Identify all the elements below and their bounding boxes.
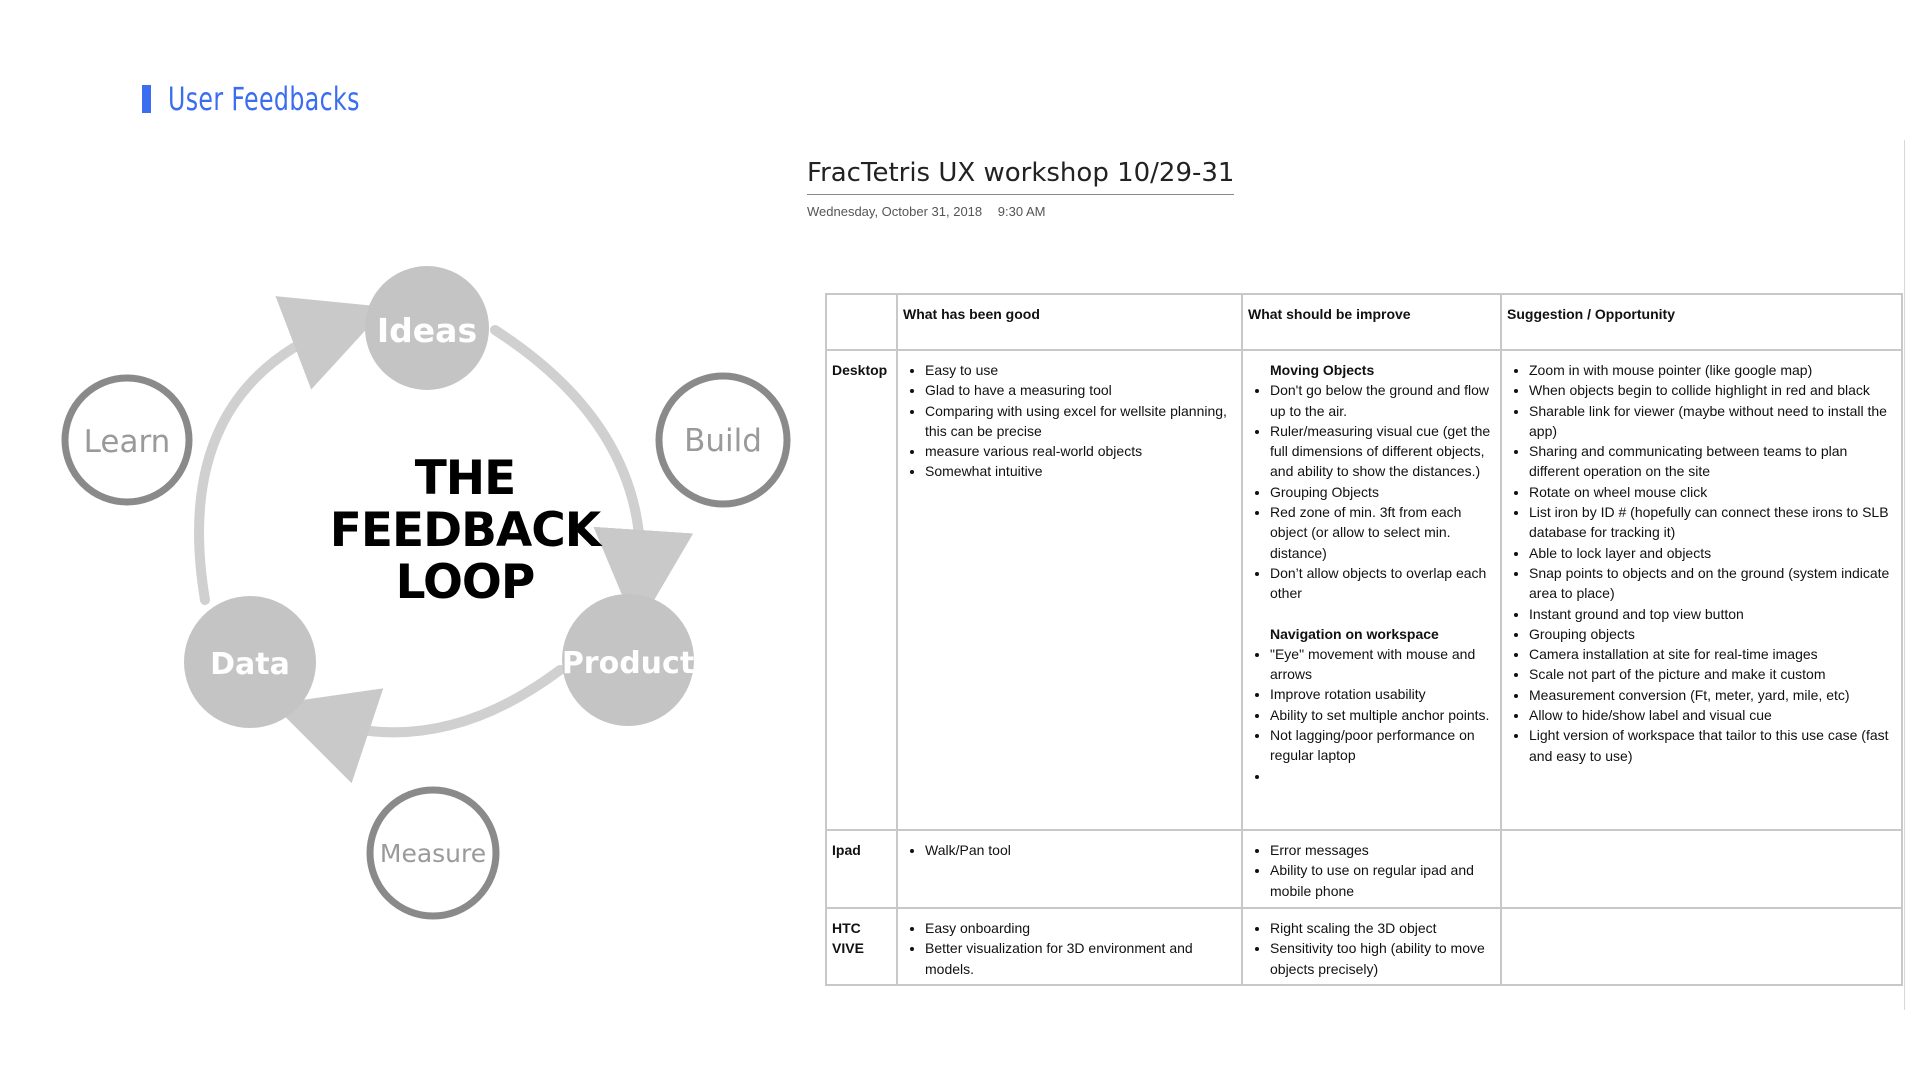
loop-title-line: FEEDBACK	[329, 503, 601, 558]
node-data: Data	[184, 596, 316, 728]
row-label: Ipad	[825, 829, 898, 909]
list-item: Red zone of min. 3ft from each object (o…	[1270, 502, 1496, 563]
table-header-cell: What has been good	[896, 293, 1243, 351]
list-item: measure various real-world objects	[925, 441, 1237, 461]
svg-text:Measure: Measure	[380, 839, 486, 868]
good-cell: Walk/Pan tool	[896, 829, 1243, 909]
list-item: Better visualization for 3D environment …	[925, 938, 1237, 979]
list-item: Don’t allow objects to overlap each othe…	[1270, 563, 1496, 604]
improve-cell: Right scaling the 3D object Sensitivity …	[1241, 907, 1502, 986]
table-row: Ipad Walk/Pan tool Error messages Abilit…	[825, 829, 1903, 909]
loop-arc-product-data	[272, 665, 565, 784]
note-meta: Wednesday, October 31, 2018 9:30 AM	[807, 204, 1045, 219]
list-item: Sharable link for viewer (maybe without …	[1529, 401, 1897, 442]
table-row: HTC VIVE Easy onboarding Better visualiz…	[825, 907, 1903, 986]
list-item: Light version of workspace that tailor t…	[1529, 725, 1897, 766]
table-header-row: What has been good What should be improv…	[825, 293, 1903, 351]
table-header-cell: Suggestion / Opportunity	[1500, 293, 1903, 351]
row-label: HTC VIVE	[825, 907, 898, 986]
loop-title-line: THE	[414, 451, 517, 506]
section-header: User Feedbacks	[142, 79, 427, 119]
feedback-table: What has been good What should be improv…	[825, 293, 1903, 986]
list-item: Easy onboarding	[925, 918, 1237, 938]
node-ideas: Ideas	[365, 266, 489, 390]
svg-text:Product: Product	[562, 646, 694, 681]
list-item: Allow to hide/show label and visual cue	[1529, 705, 1897, 725]
list-item: Measurement conversion (Ft, meter, yard,…	[1529, 685, 1897, 705]
list-item: Camera installation at site for real-tim…	[1529, 644, 1897, 664]
svg-text:Data: Data	[210, 647, 290, 682]
row-label: Desktop	[825, 349, 898, 831]
good-cell: Easy onboarding Better visualization for…	[896, 907, 1243, 986]
list-item: Ability to use on regular ipad and mobil…	[1270, 860, 1496, 901]
list-item: Grouping Objects	[1270, 482, 1496, 502]
suggest-cell: Zoom in with mouse pointer (like google …	[1500, 349, 1903, 831]
loop-title-line: LOOP	[395, 555, 536, 610]
suggest-cell	[1500, 829, 1903, 909]
list-item: Zoom in with mouse pointer (like google …	[1529, 360, 1897, 380]
list-item	[1270, 766, 1496, 786]
table-header-cell: What should be improve	[1241, 293, 1502, 351]
loop-arc-ideas-product	[490, 325, 694, 630]
list-item: Snap points to objects and on the ground…	[1529, 563, 1897, 604]
list-item: Grouping objects	[1529, 624, 1897, 644]
node-product: Product	[562, 594, 694, 726]
loop-arc-data-ideas	[194, 296, 387, 605]
group-heading: Navigation on workspace	[1270, 625, 1439, 642]
table-row: Desktop Easy to use Glad to have a measu…	[825, 349, 1903, 831]
list-item: Walk/Pan tool	[925, 840, 1237, 860]
list-item: Comparing with using excel for wellsite …	[925, 401, 1237, 442]
row-label-line: VIVE	[832, 940, 864, 957]
list-item: Right scaling the 3D object	[1270, 918, 1496, 938]
list-item: Glad to have a measuring tool	[925, 380, 1237, 400]
group-heading: Moving Objects	[1270, 362, 1375, 378]
feedback-loop-graphic: Ideas Product Data Learn Build Measure	[61, 266, 791, 920]
list-item: List iron by ID # (hopefully can connect…	[1529, 502, 1897, 543]
list-item: Easy to use	[925, 360, 1237, 380]
list-item: Instant ground and top view button	[1529, 604, 1897, 624]
svg-text:Build: Build	[684, 423, 762, 459]
list-item: Not lagging/poor performance on regular …	[1270, 725, 1496, 766]
table-header-cell	[825, 293, 898, 351]
node-build: Build	[655, 372, 791, 508]
list-item: Sensitivity too high (ability to move ob…	[1270, 938, 1496, 979]
note-time: 9:30 AM	[997, 204, 1046, 219]
list-item: When objects begin to collide highlight …	[1529, 380, 1897, 400]
list-item: Somewhat intuitive	[925, 461, 1237, 481]
note-title: FracTetris UX workshop 10/29-31	[807, 158, 1235, 195]
feedback-loop-diagram: Ideas Product Data Learn Build Measure T…	[40, 250, 810, 950]
note-date: Wednesday, October 31, 2018	[807, 204, 983, 219]
list-item: "Eye" movement with mouse and arrows	[1270, 644, 1496, 685]
node-measure: Measure	[366, 786, 500, 920]
row-label-line: HTC	[832, 920, 861, 936]
improve-cell: Moving Objects Don't go below the ground…	[1241, 349, 1502, 831]
node-learn: Learn	[61, 374, 193, 506]
list-item: Able to lock layer and objects	[1529, 543, 1897, 563]
list-item: Ruler/measuring visual cue (get the full…	[1270, 421, 1496, 482]
list-item: Sharing and communicating between teams …	[1529, 441, 1897, 482]
header-accent-bar	[142, 85, 151, 113]
list-item: Scale not part of the picture and make i…	[1529, 664, 1897, 684]
list-item: Rotate on wheel mouse click	[1529, 482, 1897, 502]
page-title: User Feedbacks	[168, 80, 360, 118]
list-item: Error messages	[1270, 840, 1496, 860]
list-item: Improve rotation usability	[1270, 684, 1496, 704]
list-item: Don't go below the ground and flow up to…	[1270, 380, 1496, 421]
improve-cell: Error messages Ability to use on regular…	[1241, 829, 1502, 909]
svg-text:Ideas: Ideas	[377, 311, 477, 350]
loop-title: THE FEEDBACK LOOP	[285, 453, 645, 609]
workshop-note: FracTetris UX workshop 10/29-31 Wednesda…	[807, 150, 1917, 1010]
good-cell: Easy to use Glad to have a measuring too…	[896, 349, 1243, 831]
suggest-cell	[1500, 907, 1903, 986]
svg-text:Learn: Learn	[84, 424, 171, 460]
page-divider	[1904, 140, 1905, 1010]
list-item: Ability to set multiple anchor points.	[1270, 705, 1496, 725]
